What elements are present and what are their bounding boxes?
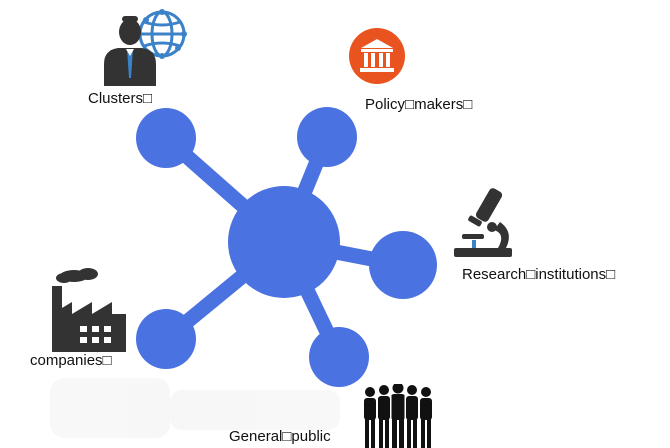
- label-general-public: General□public: [229, 428, 331, 445]
- businessman-globe-icon: [104, 9, 187, 86]
- factory-icon: [52, 268, 126, 352]
- label-research-institutions: Research□institutions□: [462, 266, 616, 283]
- node-hub: [228, 186, 340, 298]
- node-general-public: [309, 327, 369, 387]
- microscope-icon: [454, 188, 512, 257]
- node-clusters: [136, 108, 196, 168]
- label-companies: companies□: [30, 352, 112, 369]
- network-nodes: [136, 107, 437, 387]
- node-policy-makers: [297, 107, 357, 167]
- government-building-icon: [349, 28, 405, 84]
- node-companies: [136, 309, 196, 369]
- node-research: [369, 231, 437, 299]
- background-watermark-graphic: [50, 378, 340, 438]
- crowd-people-icon: [364, 384, 432, 448]
- label-policy-makers: Policy□makers□: [365, 96, 473, 113]
- label-clusters: Clusters□: [88, 90, 153, 107]
